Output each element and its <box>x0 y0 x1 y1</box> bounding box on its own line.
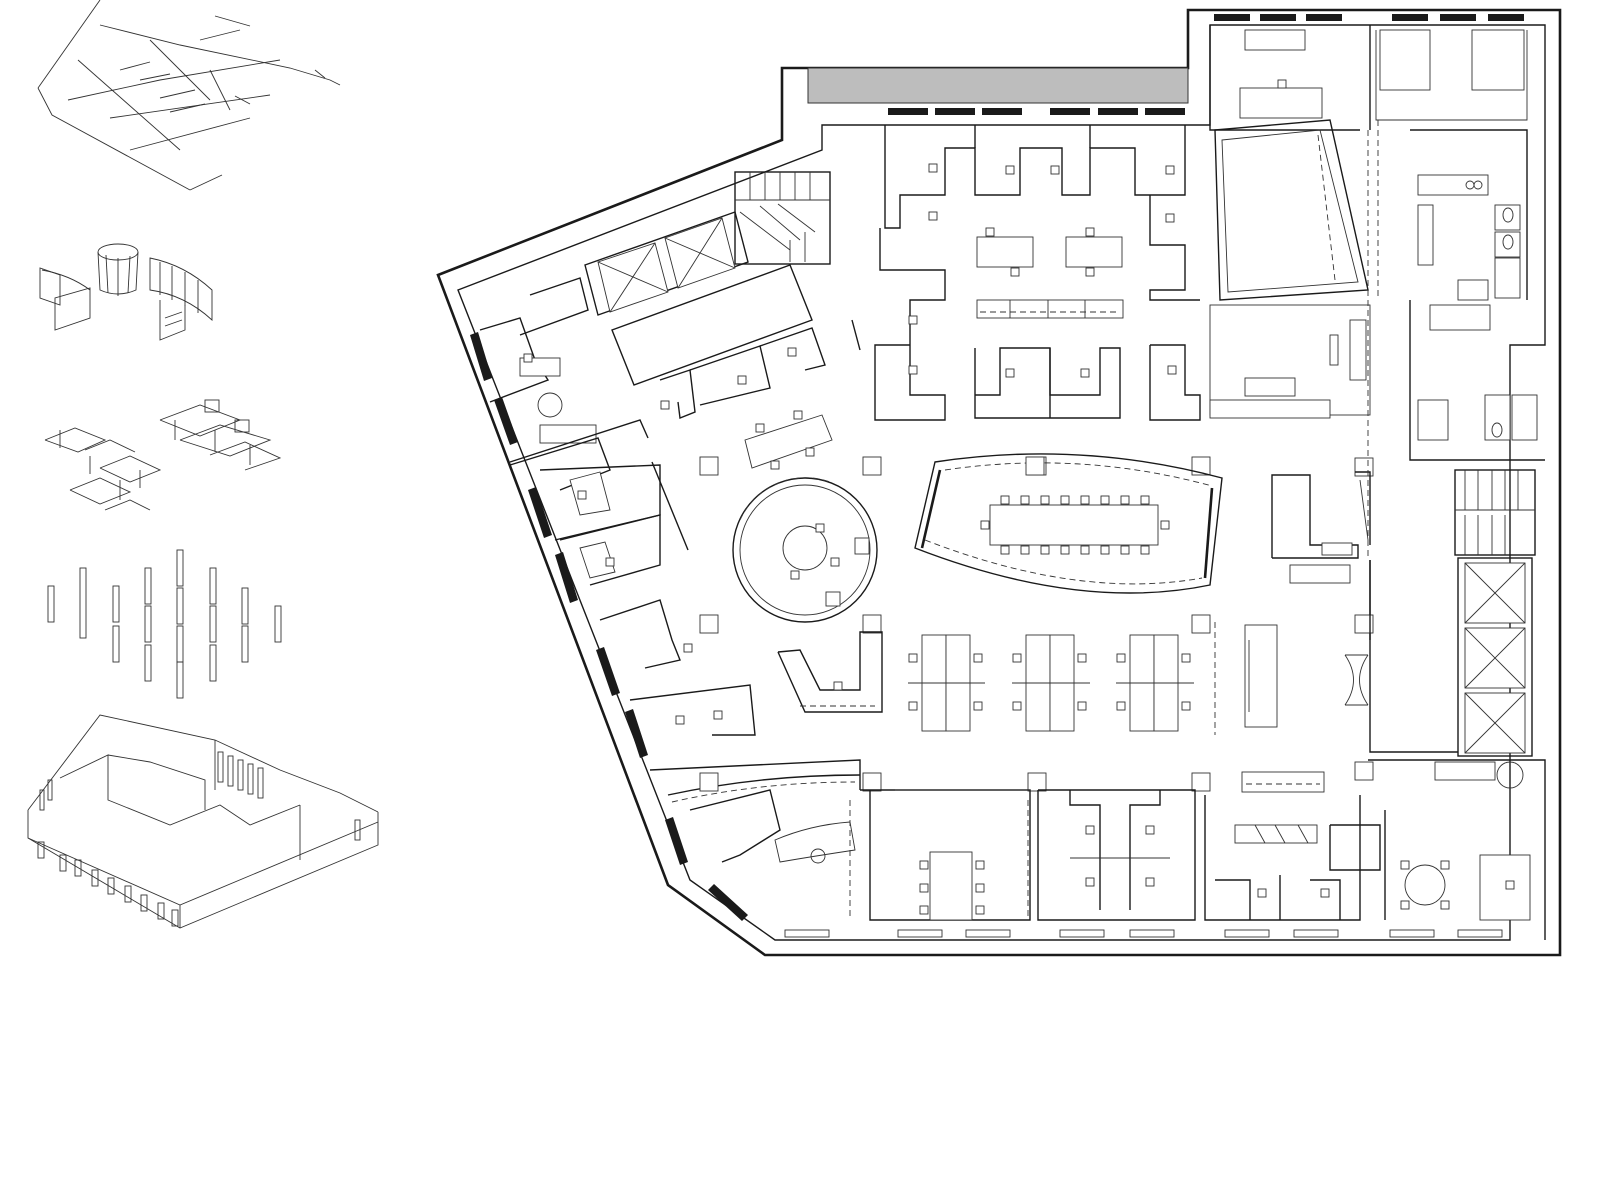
round-meeting-room <box>732 477 878 623</box>
south-offices <box>860 759 1546 940</box>
isometric-building-shell <box>27 714 379 929</box>
isometric-workstation-clusters <box>44 399 282 511</box>
north-offices <box>874 125 1201 421</box>
windows <box>470 14 1524 938</box>
north-elevator-core <box>584 211 813 386</box>
open-workstations <box>908 622 1278 735</box>
east-lounge <box>1271 471 1371 584</box>
main-conference-room <box>914 453 1223 594</box>
isometric-column-grid <box>47 549 282 699</box>
office-floor-plan <box>436 8 1562 957</box>
entry-doors <box>1344 560 1371 706</box>
north-west-offices <box>659 319 861 419</box>
bench-table <box>744 410 833 470</box>
isometric-partition-walls <box>37 0 341 191</box>
isometric-curved-screens-and-round-room <box>39 243 213 341</box>
north-stair <box>734 171 831 265</box>
west-offices <box>479 277 861 920</box>
reception-desk <box>777 631 883 713</box>
northeast-rooms <box>1209 25 1545 461</box>
